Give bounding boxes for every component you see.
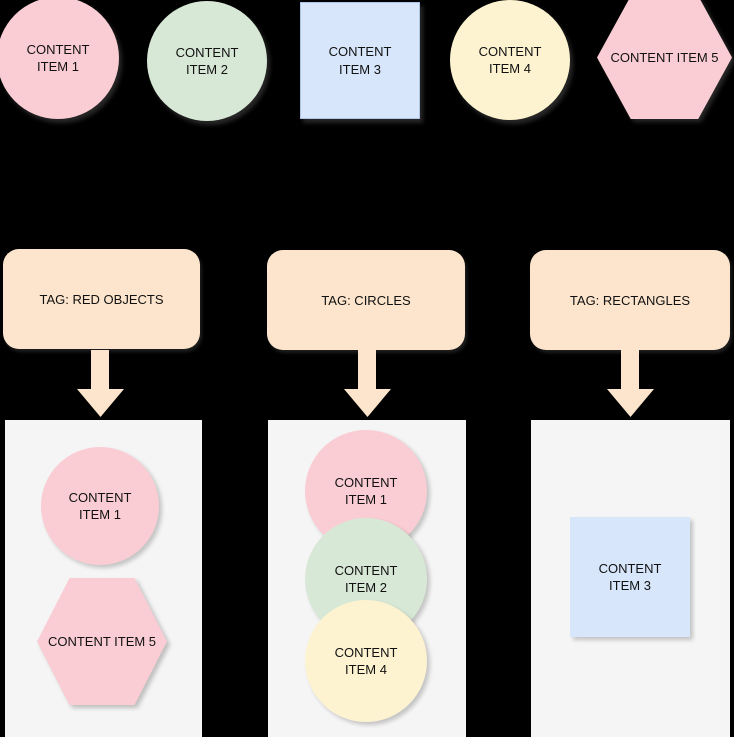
content-item-1-label: CONTENT ITEM 1 <box>26 41 90 74</box>
content-item-2-circle: CONTENT ITEM 2 <box>147 1 267 121</box>
content-item-1-circle: CONTENT ITEM 1 <box>0 0 119 119</box>
hexagon-shape: CONTENT ITEM 5 <box>37 578 167 705</box>
content-item-3-square: CONTENT ITEM 3 <box>300 2 420 119</box>
content-item-5-hexagon: CONTENT ITEM 5 <box>597 0 732 119</box>
tag-rectangles: TAG: RECTANGLES <box>530 250 730 350</box>
grouped-content-item-5-hexagon: CONTENT ITEM 5 <box>37 578 167 705</box>
arrow-shaft <box>91 350 109 390</box>
hexagon-shape: CONTENT ITEM 5 <box>597 0 732 119</box>
group-container-rectangles: CONTENT ITEM 3 <box>531 420 730 737</box>
arrow-head-icon <box>607 389 654 417</box>
arrow-down-rectangles <box>607 350 654 417</box>
grouped-content-item-4-circle: CONTENT ITEM 4 <box>305 600 427 722</box>
grouped-content-item-5-label: CONTENT ITEM 5 <box>47 633 157 649</box>
arrow-shaft <box>358 350 376 390</box>
tag-circles-label: TAG: CIRCLES <box>321 292 411 308</box>
grouped-content-item-1-label: CONTENT ITEM 1 <box>68 489 132 522</box>
tag-circles: TAG: CIRCLES <box>267 250 465 350</box>
arrow-down-circles <box>344 350 391 417</box>
grouped-content-item-2-label: CONTENT ITEM 2 <box>334 562 398 595</box>
grouped-content-item-4-label: CONTENT ITEM 4 <box>334 644 398 677</box>
tag-rectangles-label: TAG: RECTANGLES <box>569 292 691 308</box>
content-item-4-label: CONTENT ITEM 4 <box>478 43 542 76</box>
grouped-content-item-3-label: CONTENT ITEM 3 <box>598 560 662 593</box>
content-item-4-circle: CONTENT ITEM 4 <box>450 0 570 120</box>
content-item-5-label: CONTENT ITEM 5 <box>610 49 719 65</box>
tag-red-objects: TAG: RED OBJECTS <box>3 249 200 349</box>
grouped-content-item-3-square: CONTENT ITEM 3 <box>570 517 690 637</box>
tag-red-objects-label: TAG: RED OBJECTS <box>39 291 164 307</box>
arrow-shaft <box>621 350 639 390</box>
grouped-content-item-1-label: CONTENT ITEM 1 <box>334 474 398 507</box>
group-container-circles: CONTENT ITEM 1 CONTENT ITEM 2 CONTENT IT… <box>268 420 466 737</box>
arrow-down-red-objects <box>77 350 124 417</box>
content-item-3-label: CONTENT ITEM 3 <box>328 44 392 77</box>
group-container-red-objects: CONTENT ITEM 1 CONTENT ITEM 5 <box>5 420 202 737</box>
grouped-content-item-1-circle: CONTENT ITEM 1 <box>41 447 159 565</box>
arrow-head-icon <box>344 389 391 417</box>
arrow-head-icon <box>77 389 124 417</box>
content-item-2-label: CONTENT ITEM 2 <box>175 44 239 77</box>
